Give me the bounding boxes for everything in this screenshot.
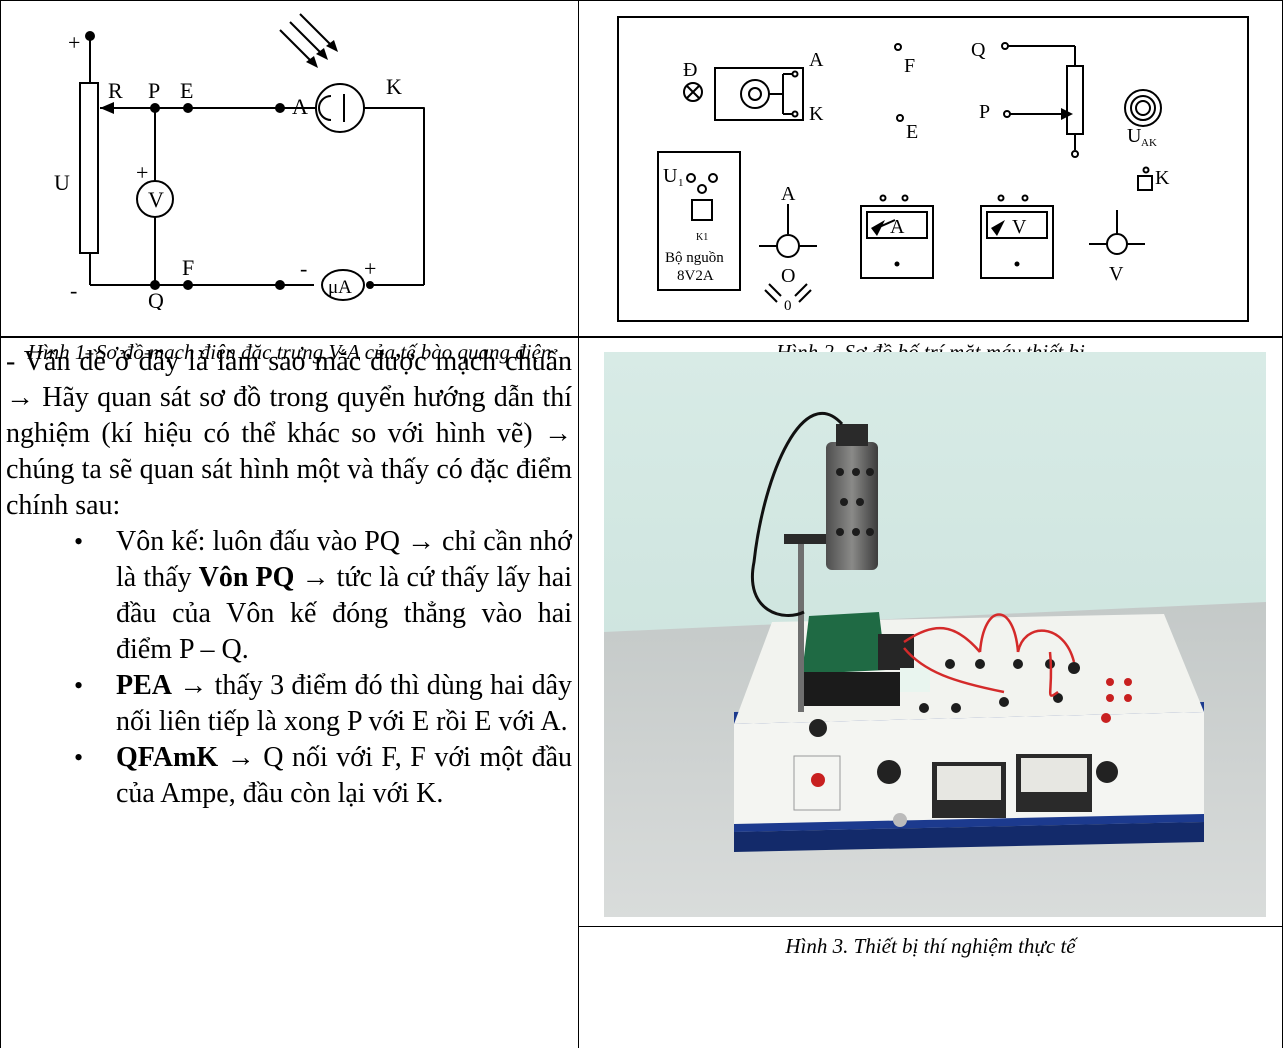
label-Q: Q [148, 288, 164, 310]
fig2-panel-diagram: Đ A K F E Q P U AK K U 1 K1 Bộ nguồn 8V2… [617, 16, 1249, 322]
label-v-plus: + [136, 160, 148, 185]
label-UAK-sub: AK [1141, 137, 1157, 149]
label-uA-plus: + [364, 256, 376, 281]
label-plus-top: + [68, 30, 80, 55]
bullet-2-bold: PEA [116, 670, 172, 701]
label-V: V [148, 187, 164, 212]
bullet-1-bold: Vôn PQ [198, 562, 295, 593]
label-power2: 8V2A [677, 268, 714, 284]
label-voltmeter: V [1012, 216, 1027, 238]
label-P: P [148, 78, 160, 103]
label-E: E [180, 78, 193, 103]
bullet-item-3: • QFAmK → Q nối với F, F với một đầu của … [6, 740, 572, 812]
bullet-3-bold: QFAmK [116, 742, 219, 773]
label-minus-bottom: - [70, 278, 77, 303]
label-O: O [781, 265, 795, 287]
label-D: Đ [683, 59, 697, 81]
label-Q: Q [971, 39, 986, 61]
label-R: R [108, 78, 123, 103]
bullet-list: • Vôn kế: luôn đấu vào PQ → chỉ cần nhớ l… [6, 524, 572, 812]
fig1-caption: Hình 1. Sơ đồ mạch điện đặc trưng V-A củ… [27, 340, 552, 364]
fig3-apparatus-photo [604, 352, 1266, 917]
bullet-item-2: • PEA → thấy 3 điểm đó thì dùng hai dây n… [6, 668, 572, 740]
label-U1-sub: 1 [678, 177, 684, 189]
label-A1: A [809, 49, 824, 71]
bullet-dot: • [74, 527, 84, 556]
label-uA-minus: - [300, 256, 307, 281]
label-P: P [979, 101, 990, 123]
bullet-2-post: → thấy 3 điểm đó thì dùng hai dây nối li… [116, 670, 572, 737]
label-V2: V [1109, 263, 1124, 285]
label-A: A [292, 94, 308, 119]
label-zero: 0 [784, 298, 792, 314]
bullet-item-1: • Vôn kế: luôn đấu vào PQ → chỉ cần nhớ l… [6, 524, 572, 668]
bullet-1-post: → tức là cứ thấy lấy hai đầu của Vôn kế … [116, 562, 572, 665]
fig3-caption: Hình 3. Thiết bị thí nghiệm thực tế [785, 934, 1076, 958]
label-K2: K [1155, 167, 1170, 189]
label-K1-small: K1 [696, 232, 708, 243]
intro-paragraph: - Vấn đề ở đây là làm sao mắc được mạch … [6, 346, 572, 521]
label-E: E [906, 121, 918, 143]
fig1-circuit-diagram: + R P E A K U + V - Q F - μA + [54, 13, 425, 310]
label-U1: U [663, 165, 678, 187]
label-uA: μA [328, 277, 352, 298]
bullet-dot: • [74, 671, 84, 700]
bullet-1-pre: Vôn kế: luôn đấu vào PQ → chỉ cần nhớ là… [116, 526, 572, 593]
label-U: U [54, 170, 70, 195]
bullet-dot: • [74, 743, 84, 772]
bullet-3-post: → Q nối với F, F với một đầu của Ampe, đ… [116, 742, 572, 809]
label-F: F [182, 255, 194, 280]
label-K1: K [809, 103, 824, 125]
label-power1: Bộ nguồn [665, 250, 724, 266]
label-UAK: U [1127, 125, 1142, 147]
label-K: K [386, 74, 402, 99]
label-F: F [904, 55, 915, 77]
label-A2: A [781, 183, 796, 205]
body-text: - Vấn đề ở đây là làm sao mắc được mạch … [6, 344, 572, 812]
label-ammeter: A [890, 216, 905, 238]
